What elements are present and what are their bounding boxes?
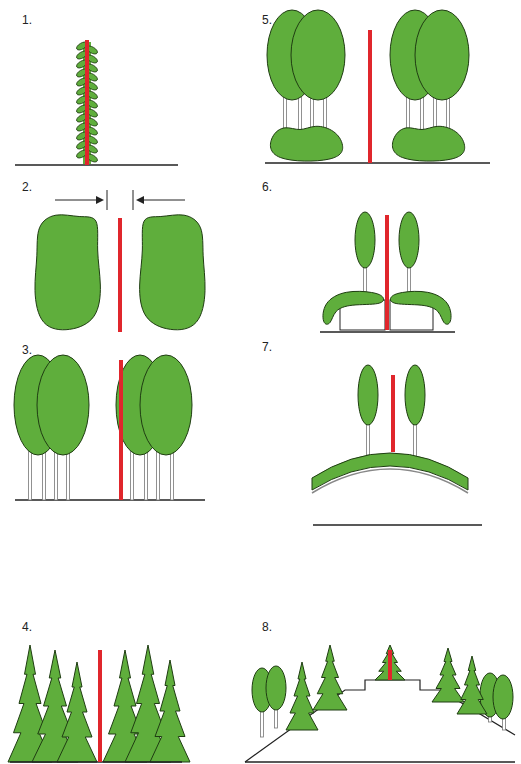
conifer (57, 662, 97, 762)
figure-number: 3. (22, 344, 32, 356)
tree-trunk (29, 450, 32, 500)
tree-canopy (291, 10, 345, 100)
tree-canopy (399, 212, 419, 268)
tree-canopy (405, 365, 425, 425)
conifer (286, 662, 318, 730)
dimension-tick (133, 190, 134, 210)
figure-number: 6. (262, 181, 272, 193)
tree-trunk (157, 450, 160, 500)
red-pole (391, 375, 395, 452)
figure-number: 2. (22, 181, 32, 193)
red-pole (388, 650, 392, 680)
ground-line (15, 164, 178, 166)
arrow-head (96, 196, 104, 204)
shrub (392, 126, 464, 161)
tree-canopy (415, 10, 469, 100)
arrow-head (136, 196, 144, 204)
conifer (313, 645, 347, 710)
conifer (432, 648, 464, 702)
red-pole (368, 30, 372, 163)
draping-shrub (323, 291, 384, 324)
tree-canopy (358, 365, 378, 425)
red-pole (119, 360, 123, 500)
ground-line (10, 761, 182, 763)
dimension-tick (107, 190, 108, 210)
dimension-arrow (140, 200, 185, 201)
red-pole (85, 40, 89, 165)
tree-trunk (67, 450, 70, 500)
planted-mound (312, 453, 468, 490)
tree-canopy (140, 355, 192, 455)
tree-canopy (37, 355, 89, 455)
red-pole (385, 215, 389, 330)
tree-trunk (43, 450, 46, 500)
red-pole (118, 218, 122, 332)
figure-number: 8. (262, 621, 272, 633)
tree-trunk (171, 450, 174, 500)
conifer (457, 656, 487, 714)
tree-trunk (131, 450, 134, 500)
figure-number: 4. (22, 621, 32, 633)
hedge (140, 215, 205, 330)
ground-line (320, 331, 455, 333)
tree-canopy (493, 675, 513, 719)
ground-line (313, 524, 482, 526)
tree-trunk (55, 450, 58, 500)
draping-shrub (390, 291, 451, 324)
figure-number: 1. (22, 14, 32, 26)
conifer (375, 645, 405, 680)
figure-number: 5. (262, 14, 272, 26)
conifer (150, 660, 190, 762)
tree-canopy (355, 212, 375, 268)
tree-canopy (266, 666, 286, 710)
tree-trunk (414, 420, 417, 458)
ground-line (265, 162, 490, 164)
red-pole (98, 650, 102, 762)
tree-trunk (145, 450, 148, 500)
ground-line (245, 761, 515, 763)
shrub (270, 126, 342, 161)
dimension-arrow (55, 200, 100, 201)
hedge (35, 215, 100, 330)
figure-number: 7. (262, 341, 272, 353)
